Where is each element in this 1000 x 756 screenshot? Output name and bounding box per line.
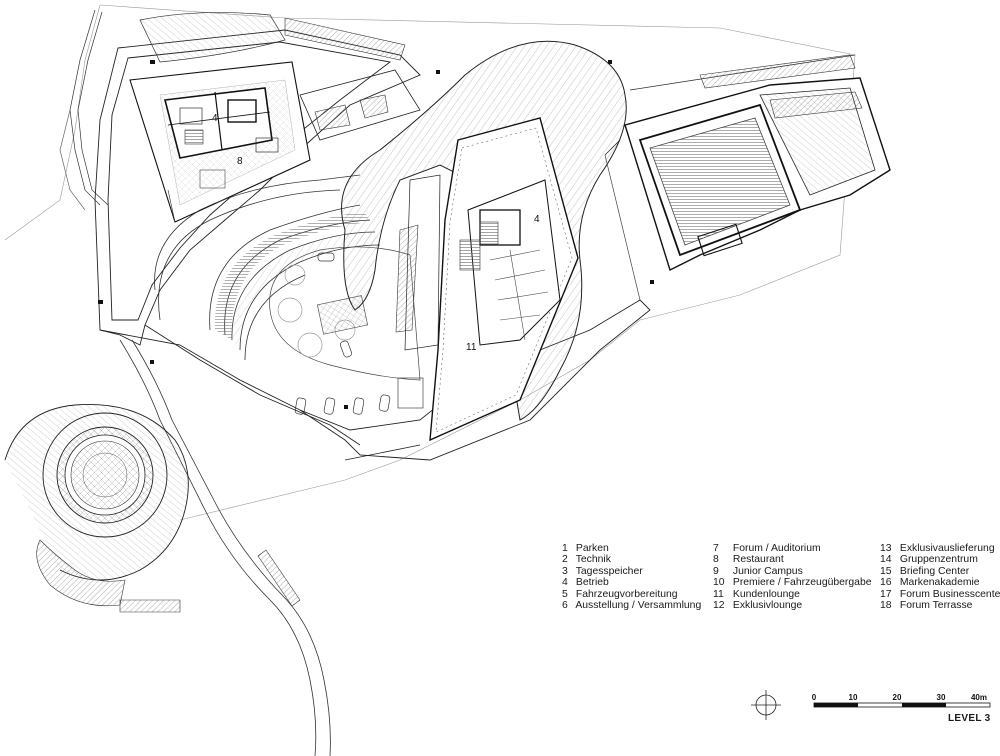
legend-item: 5 Fahrzeugvorbereitung: [562, 588, 678, 600]
scale-tick-10: 10: [849, 693, 858, 702]
spiral-tower: [4, 404, 189, 613]
site-markers: [98, 60, 654, 409]
legend-item: 8 Restaurant: [713, 554, 784, 566]
legend-item: 1 Parken: [562, 543, 609, 554]
room-label-left-8: 8: [237, 156, 243, 167]
parking-cars: [294, 377, 424, 415]
scale-bar: 0 10 20 30 40m: [812, 693, 991, 708]
legend-item: 7 Forum / Auditorium: [713, 543, 821, 554]
legend-item: 4 Betrieb: [562, 577, 609, 589]
left-building: [129, 61, 311, 223]
legend-item: 15 Briefing Center: [880, 565, 970, 577]
walkway: [119, 339, 331, 756]
scale-tick-40m: 40m: [971, 693, 987, 702]
legend-item: 9 Junior Campus: [713, 565, 803, 577]
legend-column-1: 1 Parken 2 Technik 3 Tagesspeicher 4 Bet…: [562, 543, 701, 611]
room-label-center-4: 4: [534, 214, 540, 225]
legend-column-2: 7 Forum / Auditorium 8 Restaurant 9 Juni…: [713, 543, 872, 611]
roof-strip-top: [139, 12, 406, 63]
left-facade: [59, 9, 109, 211]
legend-item: 14 Gruppenzentrum: [880, 554, 978, 566]
central-west-strip: [395, 174, 441, 351]
legend-item: 11 Kundenlounge: [713, 588, 800, 600]
legend-item: 6 Ausstellung / Versammlung: [562, 599, 702, 611]
room-label-left-4: 4: [212, 113, 218, 124]
north-arrow-icon: [751, 690, 781, 720]
level-label: LEVEL 3: [948, 713, 991, 724]
legend-column-3: 13 Exklusivauslieferung 14 Gruppenzentru…: [880, 543, 1000, 611]
auditorium-building: [604, 54, 891, 301]
scale-tick-20: 20: [893, 693, 902, 702]
legend-item: 18 Forum Terrasse: [880, 599, 973, 611]
legend-item: 2 Technik: [562, 554, 611, 566]
site-boundary: [4, 4, 856, 521]
legend-item: 3 Tagesspeicher: [562, 565, 643, 577]
middle-bar: [299, 69, 421, 141]
legend-item: 10 Premiere / Fahrzeugübergabe: [713, 577, 872, 589]
scale-tick-30: 30: [937, 693, 946, 702]
central-building: [344, 117, 579, 461]
room-labels: 4 8 4 11: [212, 113, 540, 353]
legend-item: 13 Exklusivauslieferung: [880, 543, 995, 554]
scale-tick-0: 0: [812, 693, 817, 702]
legend-item: 12 Exklusivlounge: [713, 599, 803, 611]
legend-item: 17 Forum Businesscenter: [880, 588, 1000, 600]
legend-item: 16 Markenakademie: [880, 577, 980, 589]
room-label-center-11: 11: [466, 342, 477, 353]
